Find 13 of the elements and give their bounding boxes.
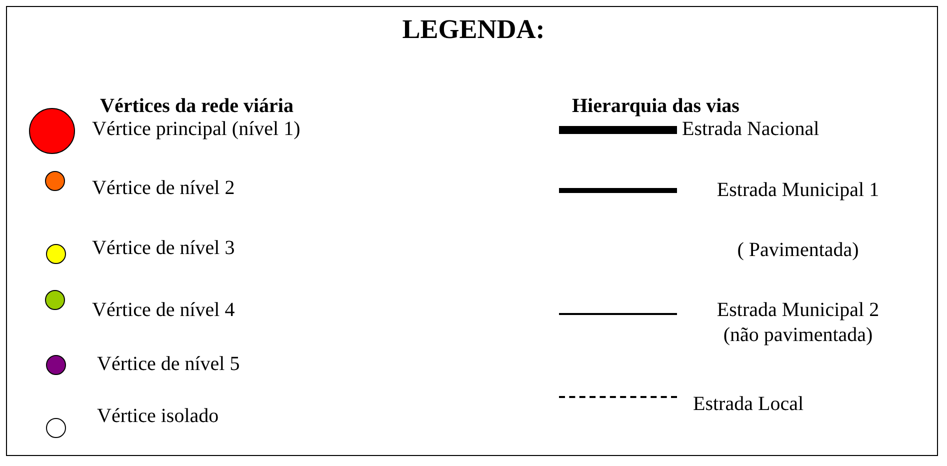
legend-text: Vértice de nível 2 bbox=[92, 176, 235, 201]
legend-text: Estrada Local bbox=[693, 392, 804, 417]
legend-text: Estrada Municipal 1 ( Pavimentada) bbox=[716, 178, 880, 263]
legend-text: Vértice de nível 4 bbox=[92, 298, 235, 323]
legend-text: Estrada Nacional bbox=[682, 117, 820, 142]
column-heading: Hierarquia das vias bbox=[572, 95, 740, 118]
legend-text: Vértice de nível 5 bbox=[97, 352, 240, 377]
legend-text: Vértice isolado bbox=[97, 404, 219, 429]
legend-text: Vértice de nível 3 bbox=[92, 236, 235, 261]
legend-title: LEGENDA: bbox=[401, 14, 546, 45]
legend-text: Estrada Municipal 2 (não pavimentada) bbox=[716, 298, 880, 348]
column-heading: Vértices da rede viária bbox=[100, 95, 294, 118]
legend-text: Vértice principal (nível 1) bbox=[92, 117, 300, 142]
